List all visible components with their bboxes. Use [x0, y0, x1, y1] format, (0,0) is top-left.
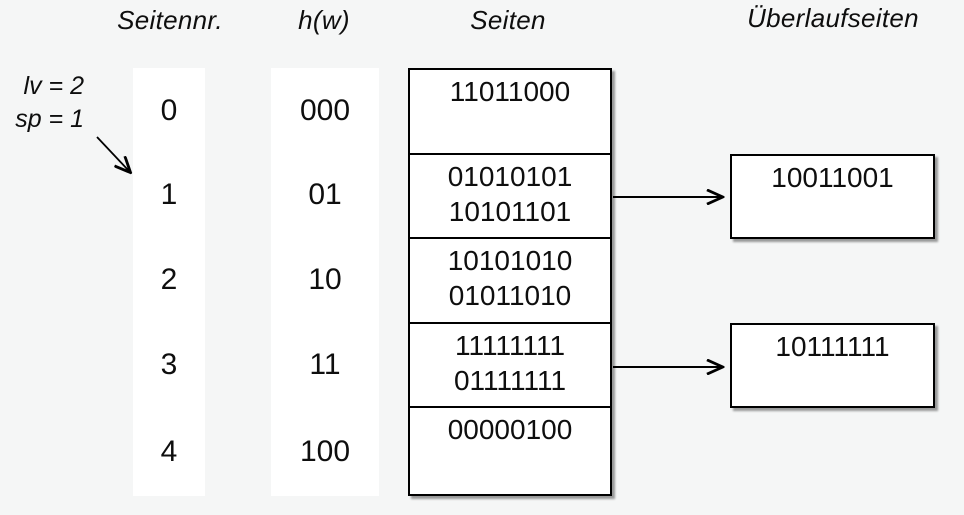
hash-4: 100 [299, 434, 351, 468]
hash-column: 000 01 10 11 100 [271, 68, 379, 496]
page-bucket-4: 00000100 [410, 408, 610, 494]
header-ueberlaufseiten: Überlaufseiten [747, 3, 919, 33]
bucket-entry: 01010101 [447, 160, 573, 192]
bucket-entry: 01111111 [453, 364, 567, 396]
page-bucket-3: 11111111 01111111 [410, 324, 610, 408]
page-bucket-1: 01010101 10101101 [410, 155, 610, 239]
pagenr-3: 3 [160, 347, 178, 381]
bucket-entry: 10101101 [448, 195, 572, 227]
overflow-entry: 10111111 [775, 331, 890, 362]
bucket-entry: 11111111 [454, 329, 566, 361]
overflow-page-bucket-3: 10111111 [730, 323, 935, 408]
hash-3: 11 [309, 347, 341, 381]
pagenr-0: 0 [160, 93, 178, 127]
overflow-entry: 10011001 [771, 162, 894, 193]
header-seitennr: Seitennr. [117, 5, 223, 35]
bucket-entry: 00000100 [447, 414, 573, 445]
header-hash-function: h(w) [298, 5, 350, 35]
pagenr-column: 0 1 2 3 4 [133, 68, 205, 496]
pagenr-2: 2 [160, 262, 178, 296]
pages-table: 11011000 01010101 10101101 10101010 0101… [408, 68, 612, 496]
split-pointer-arrow-icon [96, 136, 130, 172]
split-pointer-value: sp = 1 [15, 105, 84, 133]
overflow-page-bucket-1: 10011001 [730, 154, 935, 239]
bucket-entry: 01011010 [448, 280, 572, 311]
page-bucket-2: 10101010 01011010 [410, 239, 610, 324]
state-annotation: lv = 2 sp = 1 [6, 70, 84, 136]
level-value: lv = 2 [23, 72, 84, 100]
hash-1: 01 [308, 178, 342, 211]
pagenr-4: 4 [160, 434, 178, 468]
pagenr-1: 1 [160, 178, 178, 211]
bucket-entry: 10101010 [447, 245, 573, 276]
header-seiten: Seiten [470, 5, 546, 35]
bucket-entry: 11011000 [449, 76, 571, 107]
hash-2: 10 [308, 262, 342, 296]
hash-0: 000 [299, 93, 351, 127]
page-bucket-0: 11011000 [410, 70, 610, 155]
